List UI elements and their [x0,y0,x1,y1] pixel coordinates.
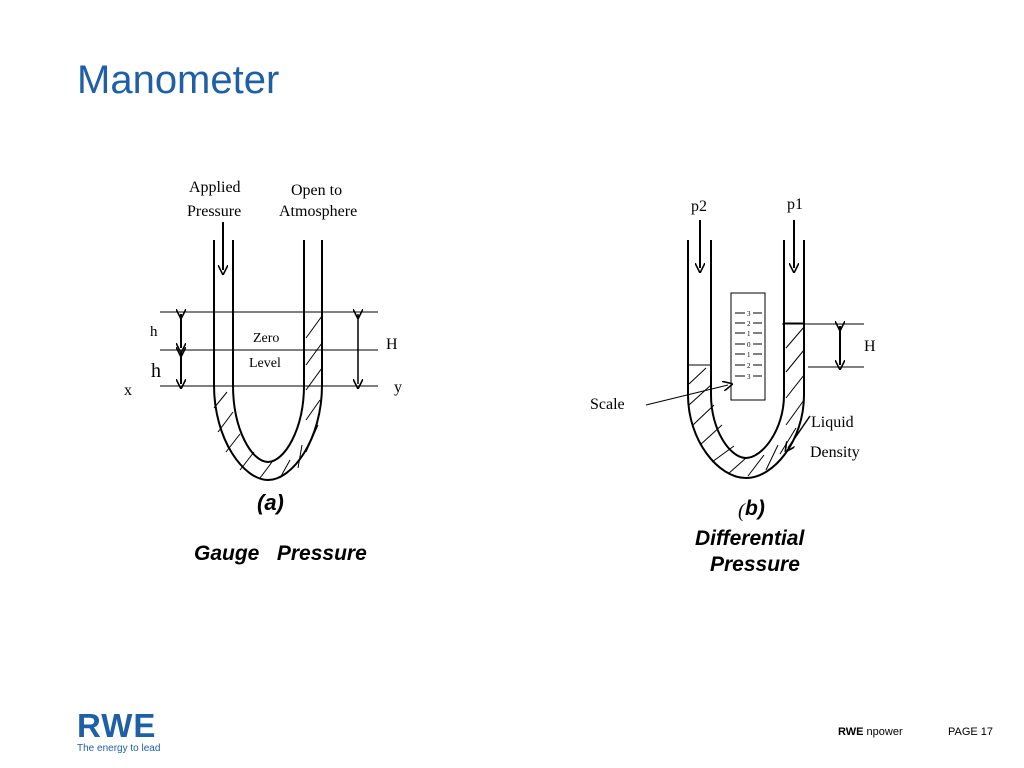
applied-label-line2: Pressure [187,203,241,220]
page-number: PAGE 17 [948,726,994,738]
caption-b-line1: Differential [695,527,805,550]
scale-ticks [735,312,762,377]
density-label: Density [810,444,860,461]
liquid-hatching-b [688,326,805,477]
footer-brand-bold: RWE [838,726,864,738]
caption-b-letter: b) [745,497,765,520]
logo-wordmark: RWE [77,707,157,744]
liquid-hatching [213,315,323,479]
scale-tick-label: 2 [747,362,751,370]
scale-tick-label: 3 [747,310,751,318]
scale-label: Scale [590,396,625,413]
y-label: y [394,379,402,396]
scale-tick-label: 0 [747,341,751,349]
applied-label-line1: Applied [189,179,241,196]
p2-label: p2 [691,198,707,215]
open-label-line2: Atmosphere [279,203,357,220]
scale-numbers: 3 2 1 0 1 2 3 [747,310,751,381]
zero-label-line1: Zero [253,331,279,346]
h-large-label: h [151,360,161,382]
logo-tagline: The energy to lead [77,743,161,754]
scale-tick-label: 1 [747,351,751,359]
liquid-label: Liquid [811,414,854,431]
slide-title: Manometer [77,58,280,102]
manometer-diagram: Applied Pressure Open to Atmosphere h h … [124,179,876,576]
H-label-b: H [864,338,876,355]
x-label: x [124,382,132,399]
scale-tick-label: 2 [747,320,751,328]
scale-box [730,292,766,401]
scale-tick-label: 1 [747,330,751,338]
scale-tick-label: 3 [747,373,751,381]
zero-label-line2: Level [249,356,281,371]
footer-brand-rest: npower [863,726,903,738]
caption-b-paren: ( [738,500,746,522]
caption-a-letter: (a) [257,490,284,515]
u-tube-outer-b [687,240,805,480]
open-label-line1: Open to [291,182,342,199]
rwe-logo: RWE The energy to lead [77,707,161,754]
differential-manometer: 3 2 1 0 1 2 3 p2 p1 Scale H Liquid Densi… [590,196,876,576]
gauge-manometer: Applied Pressure Open to Atmosphere h h … [124,179,402,565]
H-label-a: H [386,336,398,353]
caption-a: Gauge Pressure [194,542,367,565]
p1-label: p1 [787,196,803,213]
u-tube-outer [213,240,323,482]
caption-b-line2: Pressure [710,553,800,576]
h-small-label: h [150,324,158,340]
u-tube-inner [232,240,305,464]
footer-brand: RWE npower [838,726,903,738]
